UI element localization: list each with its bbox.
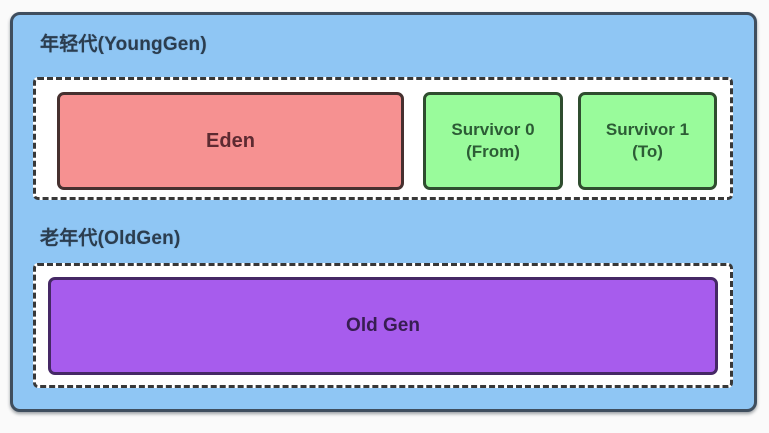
old-gen-zone: Old Gen [33,263,733,388]
old-gen-box-label: Old Gen [346,315,420,336]
survivor-1-label: Survivor 1 [605,120,690,139]
survivor-1-sublabel: (To) [632,142,663,161]
old-gen-label: 老年代(OldGen) [40,228,181,249]
survivor-0-label: Survivor 0 [451,120,535,139]
survivor-1-box: Survivor 1 (To) [578,92,717,190]
survivor-0-sublabel: (From) [466,142,520,161]
survivor-0-box: Survivor 0 (From) [423,92,563,190]
eden-label: Eden [206,130,255,152]
young-gen-zone: Eden Survivor 0 (From) Survivor 1 (To) [33,77,733,200]
old-gen-box: Old Gen [48,277,718,375]
young-gen-label: 年轻代(YoungGen) [40,34,207,55]
heap-container: 年轻代(YoungGen) Eden Survivor 0 (From) Sur… [10,12,757,412]
eden-box: Eden [57,92,404,190]
